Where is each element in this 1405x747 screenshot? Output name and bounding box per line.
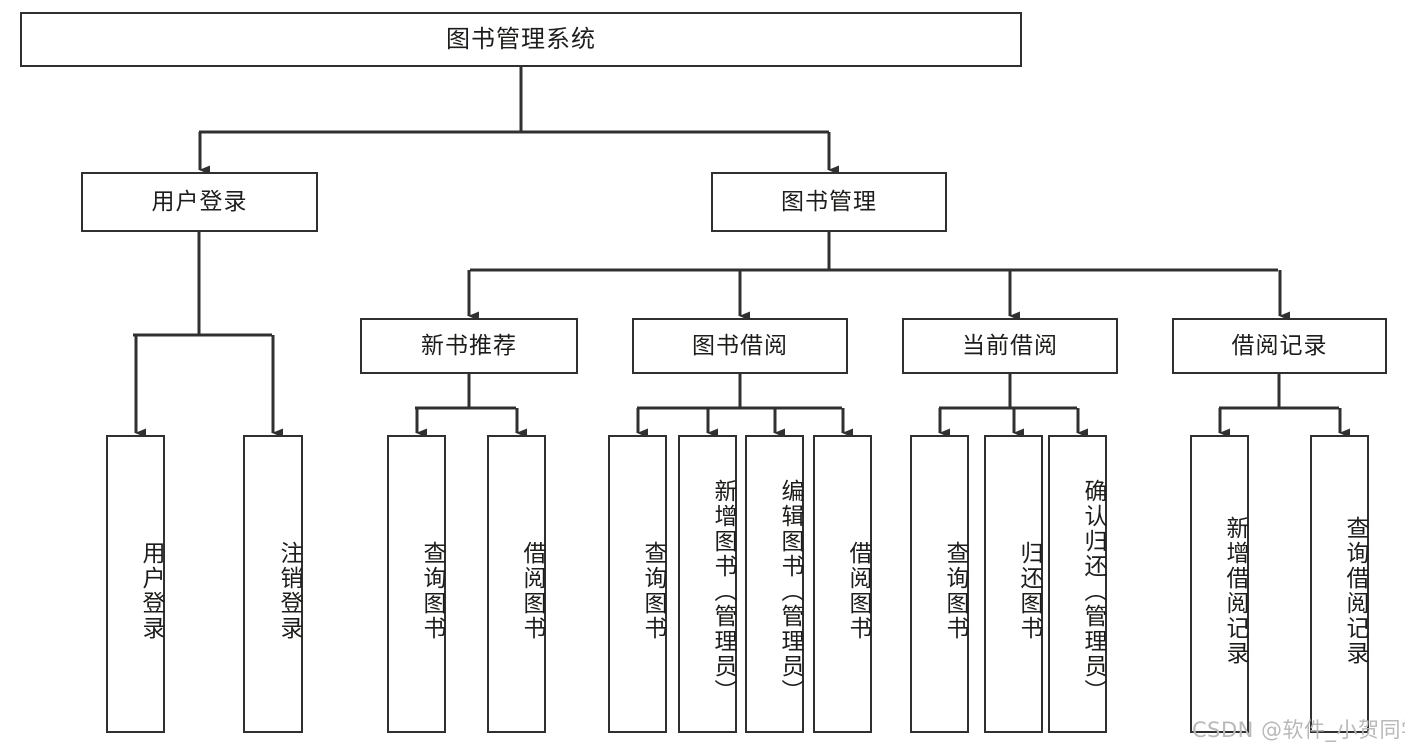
node-leaf-query-record[interactable]: 查询借阅记录	[1310, 435, 1369, 733]
node-leaf-query-record-label: 查询借阅记录	[1342, 516, 1368, 666]
node-book-manage-label: 图书管理	[781, 188, 877, 215]
node-leaf-add-record-label: 新增借阅记录	[1222, 516, 1248, 666]
node-leaf-return-book[interactable]: 归还图书	[984, 435, 1043, 733]
node-leaf-edit-book[interactable]: 编辑图书（管理员）	[745, 435, 804, 733]
node-leaf-add-record[interactable]: 新增借阅记录	[1190, 435, 1249, 733]
node-current-borrow-label: 当前借阅	[962, 332, 1058, 359]
node-leaf-query-book-3-label: 查询图书	[942, 541, 968, 641]
node-new-book-rec-label: 新书推荐	[421, 332, 517, 359]
node-new-book-rec[interactable]: 新书推荐	[360, 318, 578, 374]
node-leaf-user-login[interactable]: 用户登录	[106, 435, 165, 733]
node-leaf-logout-label: 注销登录	[276, 541, 302, 641]
node-leaf-edit-book-label: 编辑图书（管理员）	[777, 478, 803, 704]
node-leaf-user-login-label: 用户登录	[138, 541, 164, 641]
node-leaf-query-book-1-label: 查询图书	[419, 541, 445, 641]
node-leaf-query-book-2-label: 查询图书	[640, 541, 666, 641]
node-root[interactable]: 图书管理系统	[20, 12, 1022, 67]
node-book-borrow-label: 图书借阅	[692, 332, 788, 359]
node-root-label: 图书管理系统	[446, 24, 596, 53]
node-leaf-add-book[interactable]: 新增图书（管理员）	[678, 435, 737, 733]
node-current-borrow[interactable]: 当前借阅	[902, 318, 1118, 374]
node-user-login-label: 用户登录	[151, 188, 248, 215]
node-book-borrow[interactable]: 图书借阅	[632, 318, 848, 374]
node-leaf-add-book-label: 新增图书（管理员）	[710, 478, 736, 704]
node-leaf-logout[interactable]: 注销登录	[243, 435, 303, 733]
node-leaf-confirm-return-label: 确认归还（管理员）	[1080, 478, 1106, 704]
node-leaf-borrow-book-1-label: 借阅图书	[519, 541, 545, 641]
node-borrow-record[interactable]: 借阅记录	[1172, 318, 1387, 374]
node-borrow-record-label: 借阅记录	[1231, 332, 1328, 359]
node-leaf-borrow-book-2[interactable]: 借阅图书	[813, 435, 872, 733]
node-user-login[interactable]: 用户登录	[81, 172, 318, 232]
node-leaf-return-book-label: 归还图书	[1016, 541, 1042, 641]
node-leaf-query-book-3[interactable]: 查询图书	[910, 435, 969, 733]
node-leaf-borrow-book-2-label: 借阅图书	[845, 541, 871, 641]
node-leaf-query-book-2[interactable]: 查询图书	[608, 435, 667, 733]
node-leaf-borrow-book-1[interactable]: 借阅图书	[487, 435, 546, 733]
node-book-manage[interactable]: 图书管理	[711, 172, 947, 232]
node-leaf-query-book-1[interactable]: 查询图书	[387, 435, 446, 733]
node-leaf-confirm-return[interactable]: 确认归还（管理员）	[1048, 435, 1107, 733]
